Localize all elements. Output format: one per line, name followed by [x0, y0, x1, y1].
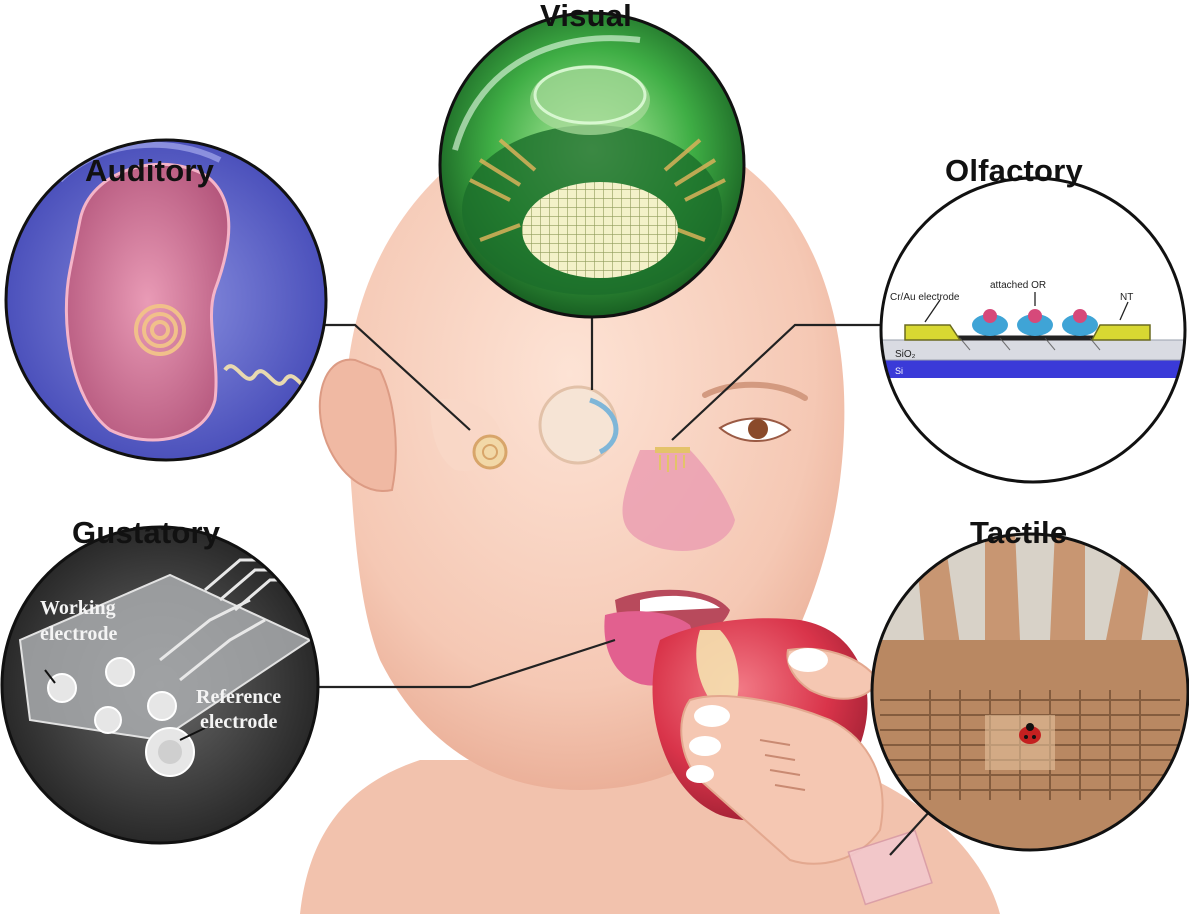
head-illustration: [300, 150, 1000, 914]
label-electrode: Cr/Au electrode: [890, 292, 960, 303]
ladybug: [1019, 726, 1041, 744]
printed-ear: [64, 162, 231, 442]
title-gustatory: Gustatory: [72, 515, 221, 550]
eyebrow: [702, 381, 808, 401]
title-auditory: Auditory: [85, 153, 215, 188]
title-tactile: Tactile: [970, 515, 1068, 550]
label-substrate: Si: [895, 366, 903, 376]
title-visual: Visual: [540, 0, 632, 33]
nose: [622, 450, 735, 551]
title-olfactory: Olfactory: [945, 153, 1083, 188]
cochlea: [472, 434, 508, 470]
visual-sensor-image: [438, 11, 746, 319]
olfactory-connector: [671, 323, 882, 441]
wrist-patch: [847, 829, 933, 906]
label-working-1: Working: [40, 597, 116, 619]
label-reference-1: Reference: [196, 686, 281, 708]
olfactory-receptors: [972, 309, 1098, 336]
ear-shape: [318, 358, 397, 492]
gustatory-connector: [318, 638, 616, 689]
label-nanotube: NT: [1120, 292, 1133, 303]
electrode-right: [1090, 324, 1151, 341]
label-oxide-layer: SiO₂: [895, 349, 916, 360]
label-receptor: attached OR: [990, 280, 1046, 291]
sio2-layer: [881, 339, 1185, 361]
label-reference-2: electrode: [200, 711, 277, 733]
olfactory-sensor-diagram: Cr/Au electrode attached OR NT SiO₂ Si: [879, 176, 1187, 484]
si-substrate: [881, 360, 1185, 378]
label-working-2: electrode: [40, 623, 117, 645]
hand: [680, 695, 884, 865]
gustatory-sensor-image: Working electrode Reference electrode: [0, 525, 320, 845]
auditory-sensor-image: [4, 138, 328, 462]
electrode-left: [904, 324, 962, 341]
